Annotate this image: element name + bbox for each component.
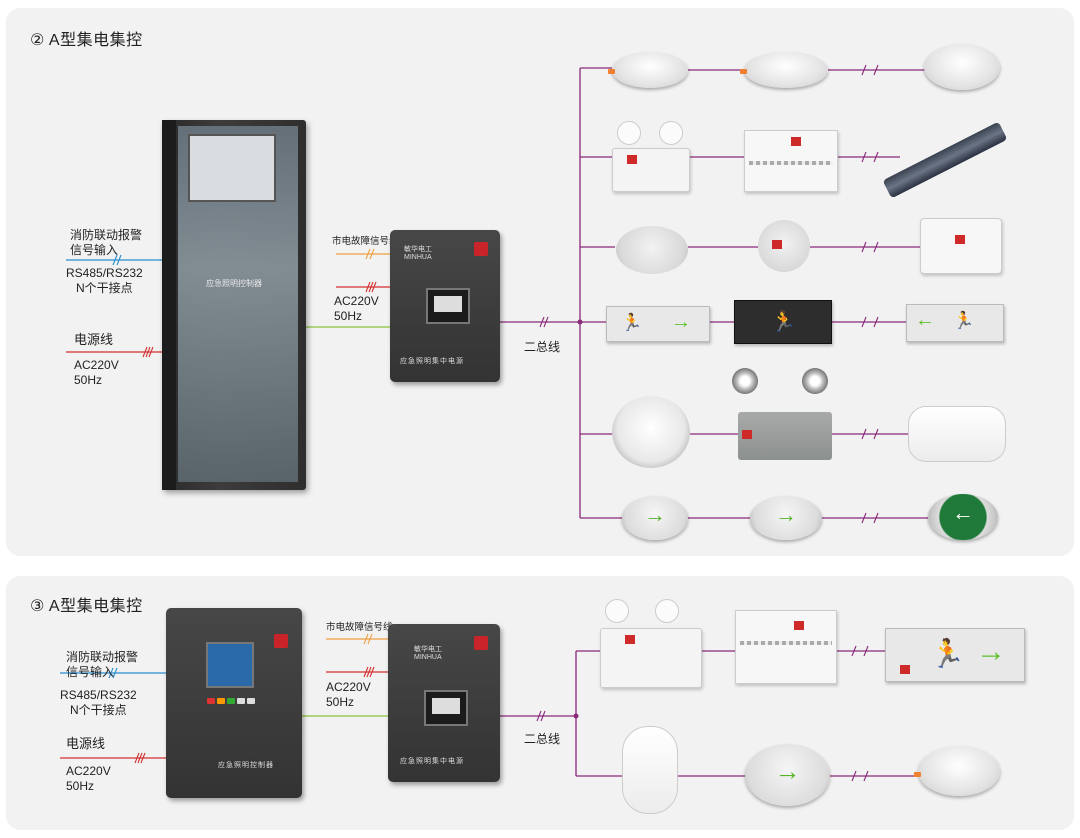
fire-logo-icon bbox=[474, 242, 488, 256]
exit-sign-large-icon: 🏃 → bbox=[885, 628, 1025, 682]
mains-fault-label-2: 市电故障信号线 bbox=[326, 622, 393, 633]
exit-sign-right-icon: 🏃 → bbox=[606, 306, 710, 342]
distribution-panel-icon bbox=[744, 130, 838, 192]
fire-logo-icon bbox=[274, 634, 288, 648]
fire-signal-label-2: 消防联动报警 信号输入 bbox=[66, 650, 139, 679]
twin-head-emergency-light-icon bbox=[600, 599, 702, 688]
bus-label-2: 二总线 bbox=[524, 732, 561, 746]
oval-bulkhead-light-icon bbox=[908, 406, 1006, 462]
ceiling-downlight-icon bbox=[608, 52, 688, 88]
box-ac-label-1: AC220V 50Hz bbox=[334, 294, 379, 323]
mains-fault-label-1: 市电故障信号线 bbox=[332, 236, 399, 247]
round-ceiling-light-icon bbox=[616, 226, 688, 274]
controller-keypad bbox=[206, 692, 266, 710]
bus-label-1: 二总线 bbox=[524, 340, 561, 354]
box-lcd-1 bbox=[426, 288, 470, 324]
explosion-proof-lamp-head-icon bbox=[732, 368, 758, 394]
fire-signal-label-1: 消防联动报警 信号输入 bbox=[70, 228, 143, 257]
controller-label-2: 应急照明控制器 bbox=[218, 762, 274, 769]
ac-power-label-2: AC220V 50Hz bbox=[66, 764, 111, 793]
cabinet-label: 应急照明控制器 bbox=[206, 279, 262, 288]
bulkhead-guard-light-icon bbox=[612, 396, 690, 468]
distribution-panel-icon bbox=[735, 610, 837, 684]
wall-controller-2: 应急照明控制器 bbox=[166, 608, 302, 798]
sensor-light-icon bbox=[758, 220, 810, 272]
exit-sign-dark-icon: 🏃 bbox=[734, 300, 832, 344]
control-cabinet: 应急照明控制器 bbox=[162, 120, 306, 490]
ac-power-label-1: AC220V 50Hz bbox=[74, 358, 119, 387]
box-brand-2: 敏华电工 MINHUA bbox=[414, 646, 442, 661]
ceiling-downlight-icon bbox=[914, 746, 1000, 796]
ceiling-sensor-light-icon bbox=[924, 44, 1000, 90]
power-line-label-2: 电源线 bbox=[66, 736, 106, 751]
wall-sensor-light-icon bbox=[622, 726, 678, 814]
floor-exit-indicator-icon: → bbox=[745, 744, 830, 806]
explosion-proof-light-icon bbox=[738, 412, 832, 460]
section-title-2: ③ A型集电集控 bbox=[30, 598, 143, 615]
rs485-label-2: RS485/RS232 N个干接点 bbox=[60, 688, 137, 717]
section-title-1: ② A型集电集控 bbox=[30, 32, 143, 49]
rs485-label-1: RS485/RS232 N个干接点 bbox=[66, 266, 143, 295]
fire-logo-icon bbox=[474, 636, 488, 650]
box-brand-1: 敏华电工 MINHUA bbox=[404, 246, 432, 261]
cabinet-screen bbox=[188, 134, 276, 202]
box-foot-1: 应急照明集中电源 bbox=[400, 358, 464, 365]
controller-lcd-2 bbox=[206, 642, 254, 688]
floor-exit-indicator-green-icon: ← bbox=[928, 494, 998, 540]
exit-sign-left-icon: ← 🏃 bbox=[906, 304, 1004, 342]
twin-head-emergency-light-icon bbox=[612, 121, 690, 192]
square-ceiling-light-icon bbox=[920, 218, 1002, 274]
ceiling-downlight-icon bbox=[740, 52, 828, 88]
box-lcd-2 bbox=[424, 690, 468, 726]
box-ac-label-2: AC220V 50Hz bbox=[326, 680, 371, 709]
central-power-box-2: 敏华电工 MINHUA 应急照明集中电源 bbox=[388, 624, 500, 782]
power-line-label-1: 电源线 bbox=[74, 332, 114, 347]
central-power-box-1: 敏华电工 MINHUA 应急照明集中电源 bbox=[390, 230, 500, 382]
explosion-proof-lamp-head-icon bbox=[802, 368, 828, 394]
floor-exit-indicator-icon: → bbox=[750, 496, 822, 540]
floor-exit-indicator-icon: → bbox=[622, 496, 688, 540]
box-foot-2: 应急照明集中电源 bbox=[400, 758, 464, 765]
